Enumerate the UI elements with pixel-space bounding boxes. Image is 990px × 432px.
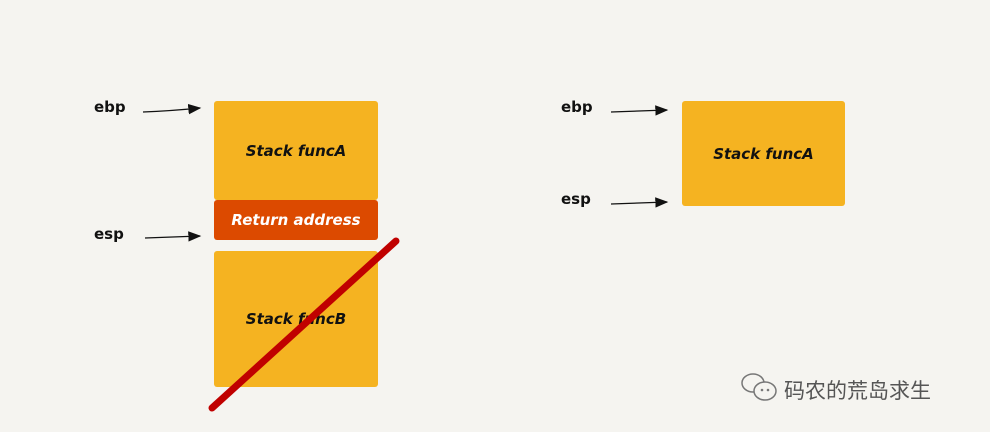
return-address-block: Return address [214,200,378,240]
left-ebp-label: ebp [94,98,126,116]
right-esp-label: esp [561,190,591,208]
right-stack-funca: Stack funcA [682,101,845,206]
watermark-text: 码农的荒岛求生 [784,378,931,403]
wechat-icon [740,372,778,407]
left-stack-funca: Stack funcA [214,101,378,200]
watermark: 码农的荒岛求生 [740,372,931,407]
left-esp-arrow [144,231,202,242]
right-ebp-label: ebp [561,98,593,116]
strike-line [208,237,400,412]
right-esp-arrow [610,197,669,208]
stack-funcb: Stack funcB [214,251,378,387]
left-esp-label: esp [94,225,124,243]
right-ebp-arrow [610,105,669,116]
left-ebp-arrow [142,103,202,115]
